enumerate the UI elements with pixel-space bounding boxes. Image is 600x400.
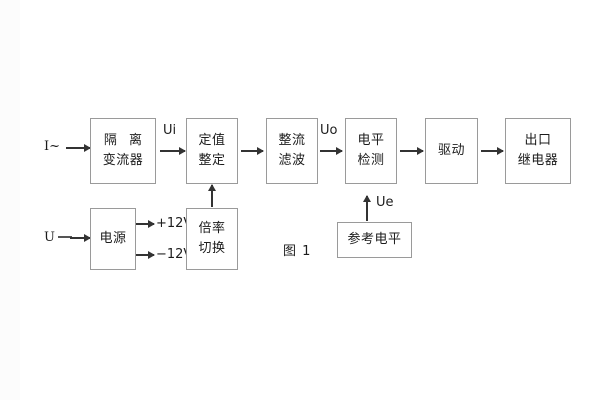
arrow-driver-to-relay bbox=[481, 146, 504, 156]
arrow-rail-positive-12v bbox=[136, 219, 155, 229]
block-setting-adjustment[interactable]: 定值 整定 bbox=[186, 118, 238, 184]
arrow-rail-negative-12v bbox=[136, 250, 155, 260]
block-power-supply-line-1: 电源 bbox=[99, 230, 127, 246]
block-driver-line-1: 驱动 bbox=[437, 142, 465, 158]
block-reference-level[interactable]: 参考电平 bbox=[337, 222, 412, 258]
block-isolation-transformer-line-1: 隔 离 bbox=[103, 132, 147, 148]
block-level-detection-line-2: 检测 bbox=[357, 153, 385, 168]
block-multiplier-switch-line-1: 倍率 bbox=[198, 220, 226, 236]
block-power-supply[interactable]: 电源 bbox=[90, 208, 136, 270]
arrow-reference-to-level bbox=[362, 195, 372, 221]
block-isolation-transformer-line-2: 变流器 bbox=[102, 153, 144, 168]
block-multiplier-switch[interactable]: 倍率 切换 bbox=[186, 208, 238, 270]
arrow-level-to-driver bbox=[400, 146, 424, 156]
block-rectify-filter[interactable]: 整流 滤波 bbox=[266, 118, 318, 184]
block-reference-level-line-1: 参考电平 bbox=[347, 231, 402, 247]
rail-label-positive-12v: +12V bbox=[156, 216, 193, 231]
block-output-relay-line-2: 继电器 bbox=[517, 153, 559, 168]
block-level-detection[interactable]: 电平 检测 bbox=[345, 118, 397, 184]
block-setting-adjustment-line-2: 整定 bbox=[198, 153, 226, 168]
voltage-input-label: U bbox=[44, 230, 55, 245]
block-output-relay[interactable]: 出口 继电器 bbox=[505, 118, 571, 184]
arrow-current-to-isolation bbox=[66, 143, 91, 153]
block-driver[interactable]: 驱动 bbox=[425, 118, 478, 184]
signal-label-uo: Uo bbox=[320, 123, 338, 138]
arrow-rectify-to-level bbox=[320, 146, 343, 156]
figure-caption: 图 1 bbox=[283, 244, 312, 259]
block-isolation-transformer[interactable]: 隔 离 变流器 bbox=[90, 118, 156, 184]
block-level-detection-line-1: 电平 bbox=[357, 132, 385, 148]
signal-label-ue: Ue bbox=[376, 195, 394, 210]
block-rectify-filter-line-2: 滤波 bbox=[278, 153, 306, 168]
rail-label-negative-12v: −12V bbox=[156, 247, 193, 262]
page-margin bbox=[0, 0, 20, 400]
block-multiplier-switch-line-2: 切换 bbox=[198, 241, 226, 256]
arrow-setting-to-rectify bbox=[241, 146, 264, 156]
arrow-isolation-to-setting bbox=[160, 146, 186, 156]
line-voltage-input bbox=[58, 233, 72, 241]
current-input-label: I~ bbox=[44, 139, 61, 154]
block-rectify-filter-line-1: 整流 bbox=[278, 132, 306, 148]
block-setting-adjustment-line-1: 定值 bbox=[198, 132, 226, 148]
block-output-relay-line-1: 出口 bbox=[524, 132, 552, 148]
arrow-voltage-to-power-supply bbox=[70, 233, 91, 243]
arrow-multiplier-to-setting bbox=[207, 184, 217, 207]
signal-label-ui: Ui bbox=[163, 123, 177, 138]
